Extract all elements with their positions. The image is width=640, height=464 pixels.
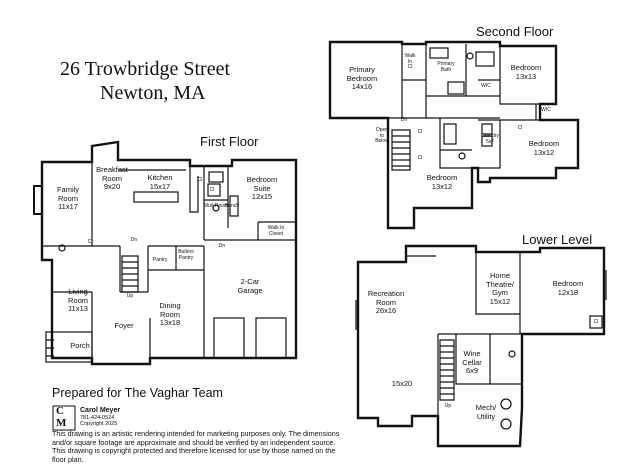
room-15x20: 15x20 (391, 379, 413, 388)
room-wine-cellar: Wine Cellar 6x9 (462, 349, 482, 375)
room-living-room: Living Room 11x13 (67, 287, 89, 313)
first-floor-outline (40, 140, 298, 366)
label-mud-room: Mud Room (203, 203, 229, 209)
label-butlers-pantry: Butlers Pantry (178, 249, 194, 261)
room-primary-bedroom: Primary Bedroom 14x16 (346, 65, 378, 91)
room-bedroom-lower: Bedroom 12x18 (552, 279, 584, 297)
logo-m: M (56, 417, 67, 429)
room-bedroom-suite: Bedroom Suite 12x15 (246, 175, 278, 201)
room-bedroom-east: Bedroom 13x12 (528, 139, 560, 157)
lower-level-outline (356, 244, 606, 448)
first-floor-title: First Floor (200, 134, 259, 149)
second-floor-title: Second Floor (476, 24, 554, 39)
label-closet-2f-c: Cl (517, 125, 523, 131)
room-home-theatre-gym: Home Theatre/ Gym 15x12 (486, 271, 514, 306)
credit-name: Carol Meyer (80, 407, 121, 414)
label-closet-2f-a: Cl (417, 129, 423, 135)
label-garage-dn: Dn (218, 243, 226, 249)
address-line1: 26 Trowbridge Street (60, 58, 230, 80)
label-stair-up-lower: Up (444, 403, 452, 409)
room-breakfast-room: Breakfast Room 9x20 (96, 165, 128, 191)
label-closet-3: Cl (209, 187, 215, 193)
disclaimer: This drawing is an artistic rendering in… (52, 429, 340, 464)
room-bedroom-south: Bedroom 13x12 (426, 173, 458, 191)
room-porch: Porch (70, 341, 90, 350)
room-family-room: Family Room 11x17 (56, 185, 80, 211)
credit-block: Carol Meyer 781-424-0524 Copyright 2025 (80, 407, 120, 427)
second-floor-outline (328, 40, 580, 230)
logo-c: C (56, 405, 64, 417)
lower-level-title: Lower Level (522, 232, 593, 247)
label-stair-dn-2f: Dn (400, 117, 408, 123)
room-foyer: Foyer (114, 321, 134, 330)
logo: C M (56, 406, 74, 430)
label-stair-dn: Dn (130, 237, 138, 243)
label-wic-2: WIC (541, 107, 551, 113)
room-mech-utility: Mech/ Utility (475, 403, 497, 421)
label-closet-lower: Cl (593, 319, 599, 325)
credit-copyright: Copyright 2025 (80, 420, 118, 427)
label-bench: Bench (224, 203, 240, 209)
label-walk-in-closet: Walk In Closet (267, 225, 285, 237)
label-walk-in-closet-2f: Walk In Cl (404, 53, 416, 70)
label-open-to-below: Open to Below (375, 127, 389, 144)
label-pantry: Pantry (152, 257, 168, 263)
label-closet-2f-b: Cl (417, 155, 423, 161)
room-garage: 2-Car Garage (237, 277, 263, 295)
room-bedroom-13x13: Bedroom 13x13 (510, 63, 542, 81)
room-dining-room: Dining Room 13x18 (159, 301, 181, 327)
label-closet-1: Cl (87, 239, 93, 245)
address-line2: Newton, MA (100, 82, 206, 104)
room-recreation-room: Recreation Room 26x16 (367, 289, 405, 315)
prepared-for: Prepared for The Vaghar Team (52, 386, 223, 400)
label-stair-up: Up (126, 293, 134, 299)
logo-frame (52, 405, 76, 431)
room-kitchen: Kitchen 15x17 (147, 173, 173, 191)
credit-phone: 781-424-0524 (80, 414, 115, 421)
label-closet-2: Cl (197, 177, 203, 183)
label-primary-bath: Primary Bath (437, 61, 455, 73)
label-wic-1: WIC (481, 83, 491, 89)
label-laundry: Laundry 5x7 (480, 133, 500, 145)
